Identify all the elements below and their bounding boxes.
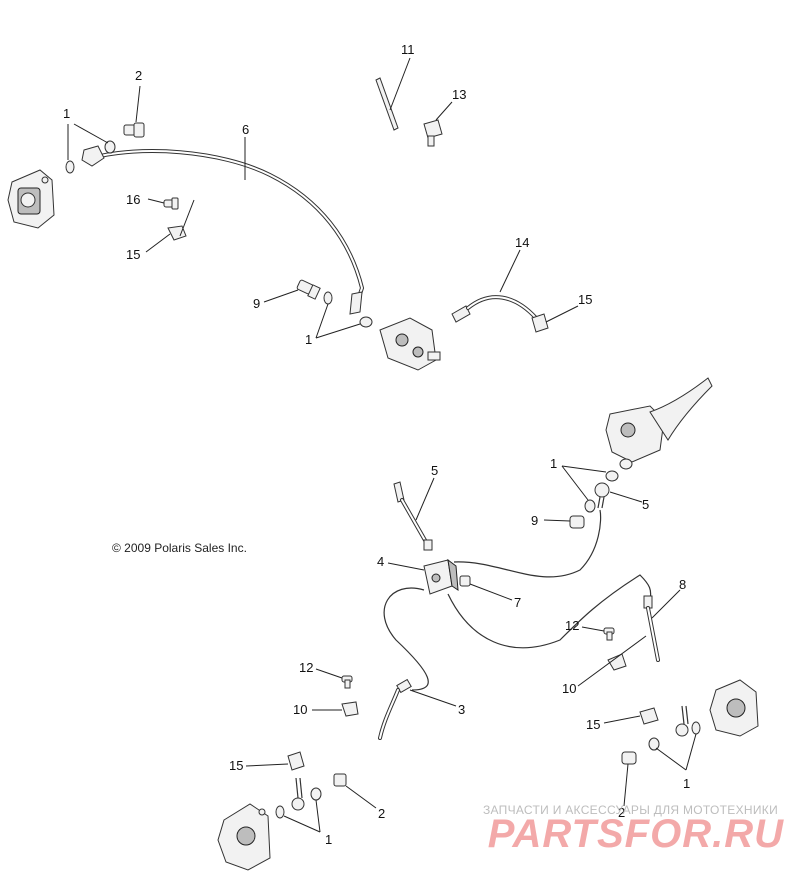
callout-leaders <box>67 57 697 833</box>
callout-2c: 2 <box>618 805 625 820</box>
callout-2a: 2 <box>135 68 142 83</box>
callout-9b: 9 <box>531 513 538 528</box>
washer-1c <box>605 470 619 482</box>
watermark-tagline: ЗАПЧАСТИ И АКСЕССУАРЫ ДЛЯ МОТОТЕХНИКИ <box>482 803 778 817</box>
washer-1d <box>648 737 660 751</box>
banjo-bolt-2c <box>333 773 347 787</box>
washer-1a <box>65 160 75 174</box>
clamp-15c <box>287 751 305 771</box>
callout-15b: 15 <box>578 292 592 307</box>
washer-1e2 <box>310 787 322 801</box>
master-cylinder-rear <box>379 317 441 371</box>
callout-16: 16 <box>126 192 140 207</box>
banjo-bolt-2b <box>621 751 637 765</box>
clamp-15d <box>639 707 659 725</box>
washer-1e <box>275 805 285 819</box>
screw-12b <box>341 675 353 689</box>
callout-1a: 1 <box>63 106 70 121</box>
callout-1c: 1 <box>550 456 557 471</box>
switch-7 <box>459 575 471 587</box>
brake-line-8 <box>643 595 660 662</box>
banjo-bolt-2a <box>123 122 145 138</box>
callout-7: 7 <box>514 595 521 610</box>
cable-tie-11 <box>375 77 399 131</box>
clamp-10a <box>607 653 627 671</box>
callout-5a: 5 <box>431 463 438 478</box>
callout-15d: 15 <box>229 758 243 773</box>
banjo-bolt-9a <box>296 279 321 300</box>
washer-1b <box>323 291 333 305</box>
callout-15c: 15 <box>586 717 600 732</box>
clamp-10b <box>341 701 359 717</box>
watermark-logo: PARTSFOR.RU <box>487 812 784 856</box>
brake-line-3 <box>378 678 412 740</box>
clamp-15a <box>167 225 187 241</box>
callout-4: 4 <box>377 554 384 569</box>
brake-line-5a <box>393 481 433 551</box>
washer-1c2 <box>584 499 596 513</box>
brake-line-6 <box>81 145 365 315</box>
callout-15a: 15 <box>126 247 140 262</box>
callout-11: 11 <box>401 42 415 57</box>
callout-6: 6 <box>242 122 249 137</box>
rear-right-caliper <box>709 679 759 737</box>
callout-1b: 1 <box>305 332 312 347</box>
fitting-13 <box>423 119 443 147</box>
brake-pedal-assembly <box>605 377 713 470</box>
callout-13: 13 <box>452 87 466 102</box>
callout-9a: 9 <box>253 296 260 311</box>
washer-1a2 <box>104 140 116 154</box>
fitting-5b <box>594 482 610 509</box>
callout-5b: 5 <box>642 497 649 512</box>
banjo-bolt-9b <box>569 515 585 529</box>
screw-16 <box>163 197 179 210</box>
callout-10b: 10 <box>293 702 307 717</box>
front-left-caliper <box>7 169 55 229</box>
screw-12a <box>603 627 615 641</box>
callout-10a: 10 <box>562 681 576 696</box>
fitting-lower-left <box>291 777 305 811</box>
brake-line-14 <box>451 295 549 333</box>
washer-1b2 <box>359 316 373 328</box>
callout-2b: 2 <box>378 806 385 821</box>
callout-12a: 12 <box>565 618 579 633</box>
fitting-lower-right <box>675 705 689 737</box>
proportioning-block-4 <box>423 558 459 595</box>
callout-12b: 12 <box>299 660 313 675</box>
washer-1d2 <box>691 721 701 735</box>
rear-left-caliper <box>217 803 271 871</box>
callout-3: 3 <box>458 702 465 717</box>
callout-1d: 1 <box>683 776 690 791</box>
copyright-notice: © 2009 Polaris Sales Inc. <box>112 541 247 555</box>
callout-1e: 1 <box>325 832 332 847</box>
hard-lines-center <box>383 509 652 691</box>
callout-14: 14 <box>515 235 529 250</box>
callout-8: 8 <box>679 577 686 592</box>
callout-labels: 1 2 6 16 15 11 13 9 1 14 15 1 5 9 5 4 7 … <box>63 42 690 847</box>
